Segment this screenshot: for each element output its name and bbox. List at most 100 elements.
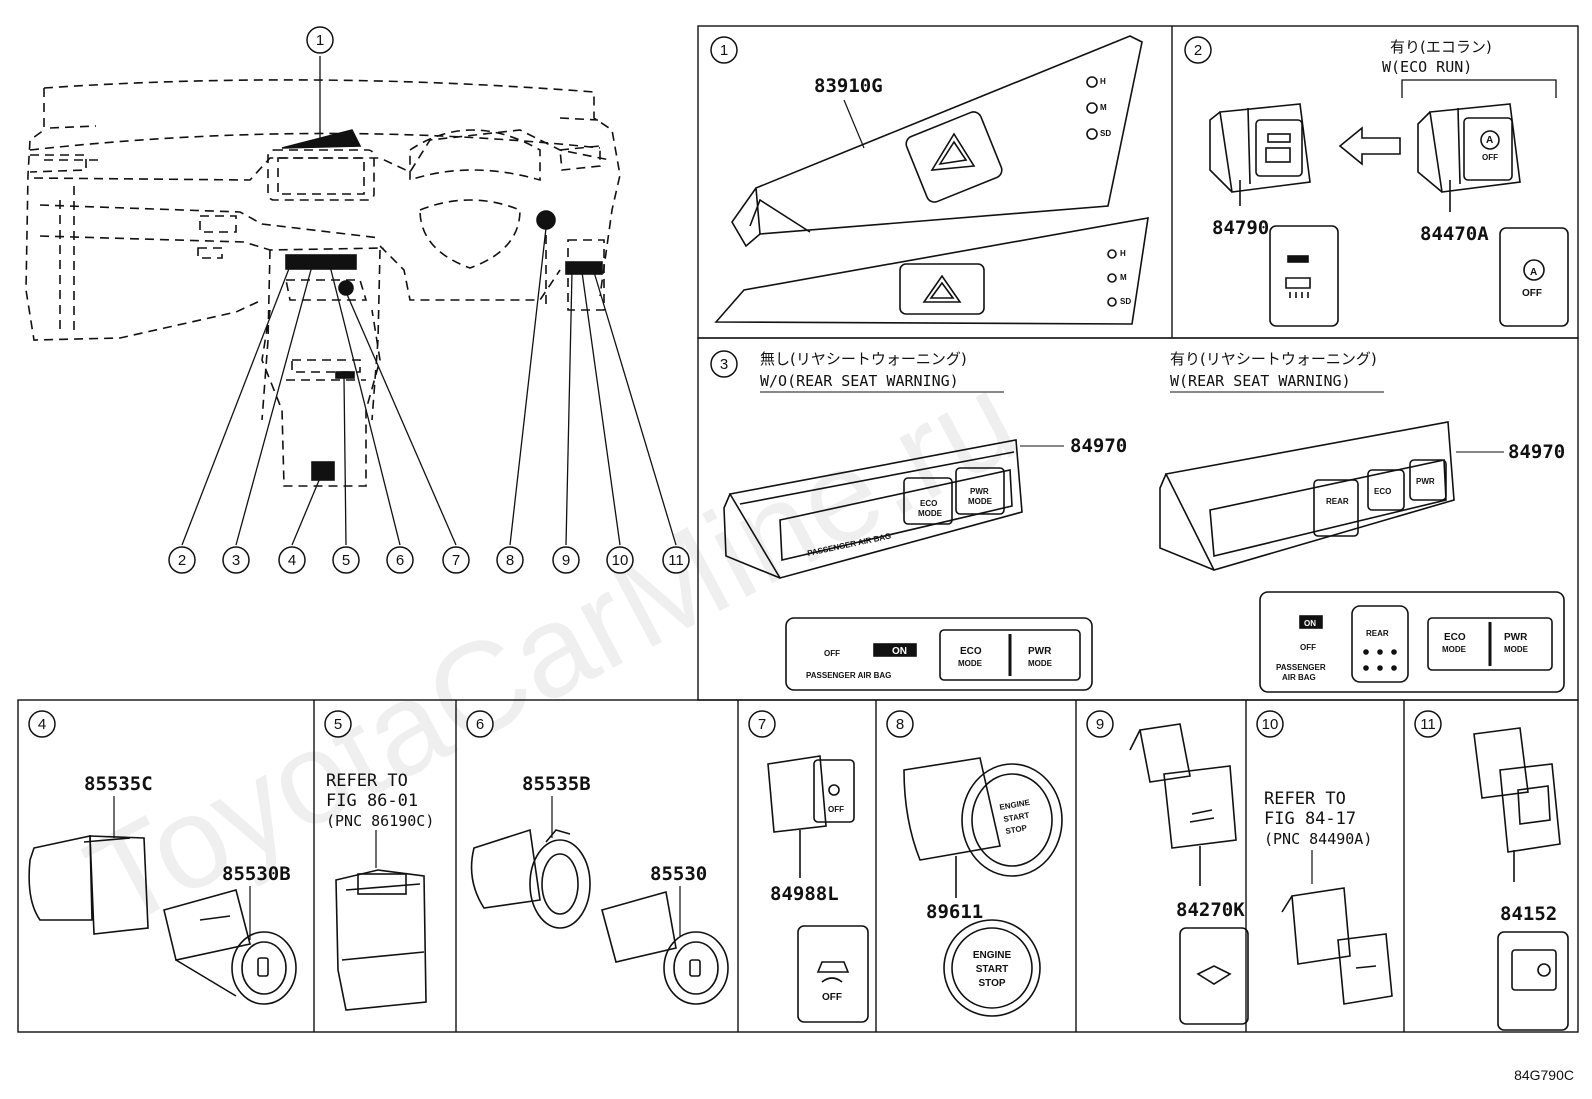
svg-text:(PNC 84490A): (PNC 84490A): [1264, 830, 1372, 848]
svg-text:PWR: PWR: [1416, 477, 1435, 486]
part-84470A: 84470A: [1420, 223, 1489, 245]
svg-text:8: 8: [896, 716, 904, 733]
svg-text:10: 10: [612, 552, 629, 569]
svg-text:MODE: MODE: [1504, 645, 1529, 654]
svg-text:FIG 86-01: FIG 86-01: [326, 791, 418, 811]
svg-text:4: 4: [288, 552, 296, 569]
part-84970-left: 84970: [1070, 435, 1127, 457]
switch-module-left: [723, 439, 1023, 579]
svg-text:4: 4: [38, 716, 46, 733]
callout-8: 8: [496, 546, 524, 574]
callout-10: 10: [606, 546, 634, 574]
svg-text:OFF: OFF: [828, 805, 844, 814]
svg-text:H: H: [1100, 77, 1106, 86]
svg-text:6: 6: [476, 716, 484, 733]
svg-text:3: 3: [232, 552, 240, 569]
callout-6: 6: [386, 546, 414, 574]
svg-text:W(ECO RUN): W(ECO RUN): [1382, 58, 1472, 76]
part-85535C: 85535C: [84, 773, 153, 795]
panel-11: 11 84152: [1414, 710, 1569, 1031]
callout-leaders: [181, 56, 677, 546]
svg-text:OFF: OFF: [1482, 153, 1498, 162]
panel-5: 5 REFER TO FIG 86-01 (PNC 86190C): [324, 710, 434, 1011]
svg-text:ECO: ECO: [920, 499, 937, 508]
callout-2: 2: [168, 546, 196, 574]
part-84270K: 84270K: [1176, 899, 1245, 921]
svg-text:(PNC 86190C): (PNC 86190C): [326, 812, 434, 830]
svg-text:REFER TO: REFER TO: [326, 771, 408, 791]
label-box-left: [785, 617, 1093, 691]
svg-text:7: 7: [452, 552, 460, 569]
svg-text:STOP: STOP: [1005, 823, 1029, 836]
callout-7: 7: [442, 546, 470, 574]
svg-text:PWR: PWR: [1028, 646, 1052, 657]
svg-text:11: 11: [1420, 716, 1436, 733]
svg-text:OFF: OFF: [824, 649, 840, 658]
svg-text:PWR: PWR: [1504, 632, 1528, 643]
svg-text:W/O(REAR SEAT WARNING): W/O(REAR SEAT WARNING): [760, 372, 959, 390]
part-84152: 84152: [1500, 903, 1557, 925]
callout-5: 5: [332, 546, 360, 574]
part-89611: 89611: [926, 901, 983, 923]
part-83910G: 83910G: [814, 75, 883, 97]
svg-text:AIR BAG: AIR BAG: [1282, 673, 1316, 682]
callout-9: 9: [552, 546, 580, 574]
hazard-panel-front: [714, 217, 1149, 325]
part-84970-right: 84970: [1508, 441, 1565, 463]
svg-text:OFF: OFF: [822, 992, 842, 1003]
svg-text:START: START: [1003, 811, 1030, 824]
panel-4: 4 85535C 85530B: [28, 710, 297, 1005]
callouts: 1 2 3 4 5 6 7 8 9 10 11: [168, 26, 690, 574]
callout-4: 4: [278, 546, 306, 574]
part-85535B: 85535B: [522, 773, 591, 795]
callout-3: 3: [222, 546, 250, 574]
panel-2: 2 有り(エコラン) W(ECO RUN): [1184, 36, 1569, 327]
svg-text:FIG 84-17: FIG 84-17: [1264, 809, 1356, 829]
svg-text:ON: ON: [1304, 619, 1316, 628]
part-84988L: 84988L: [770, 883, 839, 905]
svg-text:M: M: [1120, 273, 1127, 282]
diagram-code: 84G790C: [1514, 1067, 1574, 1083]
svg-text:START: START: [976, 964, 1009, 975]
svg-text:8: 8: [506, 552, 514, 569]
svg-text:9: 9: [562, 552, 570, 569]
svg-text:ENGINE: ENGINE: [999, 798, 1031, 812]
svg-text:有り(エコラン): 有り(エコラン): [1390, 38, 1492, 56]
svg-text:無し(リヤシートウォーニング): 無し(リヤシートウォーニング): [760, 350, 967, 368]
svg-text:REFER TO: REFER TO: [1264, 789, 1346, 809]
svg-text:OFF: OFF: [1300, 643, 1316, 652]
panel-frames: [17, 25, 1579, 1033]
svg-text:PWR: PWR: [970, 487, 989, 496]
eco-run-icon: A: [1486, 135, 1493, 146]
panel-8: 8 ENGINE START STOP 89611 ENGINE START S…: [886, 710, 1063, 1017]
svg-text:ON: ON: [892, 646, 907, 657]
svg-text:ECO: ECO: [960, 646, 982, 657]
svg-text:1: 1: [720, 42, 728, 59]
svg-text:M: M: [1100, 103, 1107, 112]
part-85530: 85530: [650, 863, 707, 885]
svg-text:SD: SD: [1100, 129, 1111, 138]
callout-11: 11: [662, 546, 690, 574]
switch-module-right: [1159, 421, 1455, 571]
svg-text:3: 3: [720, 356, 728, 373]
svg-text:W(REAR SEAT WARNING): W(REAR SEAT WARNING): [1170, 372, 1351, 390]
svg-text:STOP: STOP: [978, 978, 1005, 989]
panel-3: 3 無し(リヤシートウォーニング) W/O(REAR SEAT WARNING)…: [710, 350, 1565, 693]
svg-text:11: 11: [668, 552, 684, 569]
svg-text:2: 2: [178, 552, 186, 569]
panel-9: 9 84270K: [1086, 710, 1249, 1025]
panel-10: 10 REFER TO FIG 84-17 (PNC 84490A): [1256, 710, 1393, 1005]
svg-text:ENGINE: ENGINE: [973, 950, 1012, 961]
svg-text:MODE: MODE: [958, 659, 983, 668]
svg-text:MODE: MODE: [1442, 645, 1467, 654]
label-box-right: [1259, 591, 1565, 693]
svg-text:OFF: OFF: [1522, 288, 1542, 299]
svg-text:5: 5: [334, 716, 342, 733]
part-85530B: 85530B: [222, 863, 291, 885]
panel-1: 1 83910G H M SD H M SD: [710, 35, 1149, 325]
svg-text:6: 6: [396, 552, 404, 569]
svg-text:MODE: MODE: [1028, 659, 1053, 668]
hazard-panel-3d: [731, 35, 1143, 248]
svg-text:REAR: REAR: [1366, 629, 1389, 638]
dashboard-overview: [25, 79, 621, 487]
